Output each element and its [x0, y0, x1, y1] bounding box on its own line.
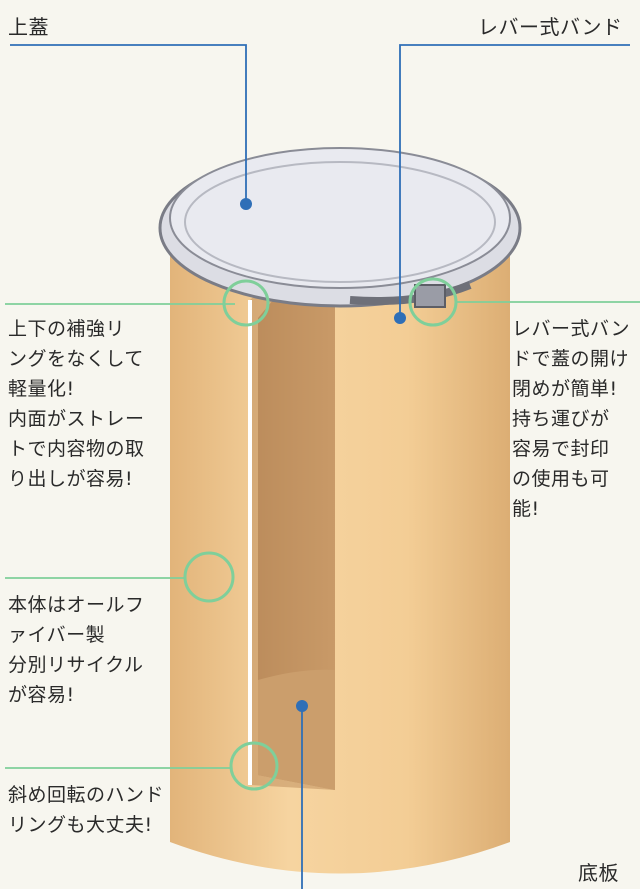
- callout-ring-top: [222, 279, 270, 327]
- dot-bottom-plate: [296, 700, 308, 712]
- callout-lever: [408, 277, 458, 327]
- leader-top-lid: [10, 44, 247, 203]
- lid-top: [169, 147, 511, 289]
- note-handle: 斜め回転のハンド リングも大丈夫!: [8, 784, 165, 836]
- callout-body: [183, 551, 235, 603]
- cut-panel: [250, 226, 335, 790]
- lid-inner-ring: [184, 161, 496, 283]
- callout-ring-bottom: [229, 741, 279, 791]
- dot-lever-band: [394, 312, 406, 324]
- drum-body: [170, 248, 510, 874]
- label-top-lid: 上蓋: [8, 15, 49, 39]
- leader-lines: [5, 44, 640, 889]
- note-lever-band: レバー式バン ドで蓋の開け 閉めが簡単! 持ち運びが 容易で封印 の使用も可 能…: [512, 318, 630, 520]
- note-fiber-body: 本体はオールフ ァイバー製 分別リサイクル が容易!: [8, 594, 145, 706]
- dot-top-lid: [240, 198, 252, 210]
- lever-buckle: [414, 284, 446, 308]
- note-reinforcement-ring: 上下の補強リ ングをなくして 軽量化! 内面がストレー トで内容物の取 り出しが…: [8, 318, 145, 490]
- leader-lever-band: [399, 44, 630, 318]
- label-bottom-plate: 底板: [578, 861, 619, 885]
- label-lever-band: レバー式バンド: [478, 15, 623, 39]
